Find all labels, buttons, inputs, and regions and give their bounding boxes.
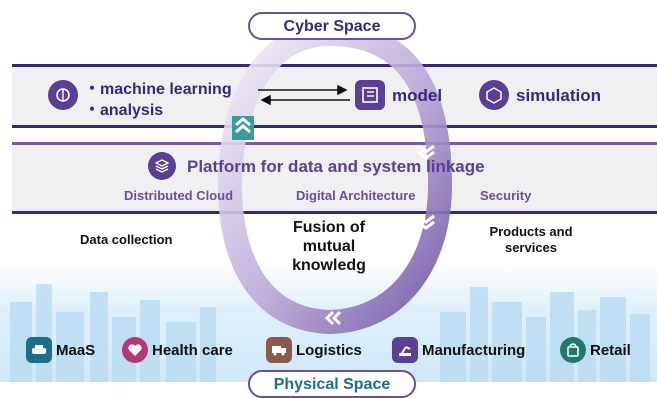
car-icon — [26, 337, 52, 363]
products-services-label: Products and services — [476, 224, 586, 256]
platform-title: Platform for data and system linkage — [187, 157, 485, 176]
platform-item-security: Security — [480, 188, 532, 203]
platform-item-distributed-cloud: Distributed Cloud — [124, 188, 234, 203]
robot-arm-icon — [392, 337, 418, 363]
fusion-line-1: Fusion of — [293, 219, 365, 236]
domain-label-health-care: Health care — [152, 341, 233, 359]
simulation-label: simulation — [516, 86, 602, 105]
fusion-line-2: mutual knowledg — [292, 238, 366, 274]
data-collection-label: Data collection — [80, 232, 173, 247]
cyber-space-band — [12, 64, 657, 128]
truck-icon — [266, 337, 292, 363]
platform-layers-icon — [148, 152, 176, 180]
domain-retail: Retail — [560, 336, 631, 364]
cube-simulation-icon — [479, 80, 509, 110]
domain-health-care: Health care — [122, 336, 233, 364]
shopping-bag-icon — [560, 337, 586, 363]
model-label: model — [392, 86, 443, 105]
platform-item-digital-architecture: Digital Architecture — [296, 188, 416, 203]
physical-space-label: Physical Space — [248, 370, 416, 398]
heart-hands-icon — [122, 337, 148, 363]
cyber-space-label: Cyber Space — [248, 12, 416, 40]
domain-label-maas: MaaS — [56, 341, 96, 359]
brain-circuit-icon — [48, 80, 78, 110]
model-icon — [355, 80, 385, 110]
domain-label-manufacturing: Manufacturing — [422, 341, 526, 359]
products-line-2: services — [504, 240, 558, 255]
platform-band — [12, 142, 657, 214]
analysis-line: ・analysis — [84, 102, 164, 119]
bidirectional-arrows — [258, 84, 350, 106]
domain-label-retail: Retail — [590, 341, 631, 359]
domain-maas: MaaS — [26, 336, 95, 364]
fusion-label: Fusion of mutual knowledg — [264, 218, 394, 275]
down-chevron-icon — [417, 144, 435, 230]
left-chevron-icon — [324, 310, 342, 326]
domain-label-logistics: Logistics — [296, 341, 362, 359]
domain-logistics: Logistics — [266, 336, 362, 364]
products-line-1: Products and — [489, 224, 573, 239]
domain-manufacturing: Manufacturing — [392, 336, 525, 364]
ml-line: ・machine learning — [84, 81, 232, 98]
